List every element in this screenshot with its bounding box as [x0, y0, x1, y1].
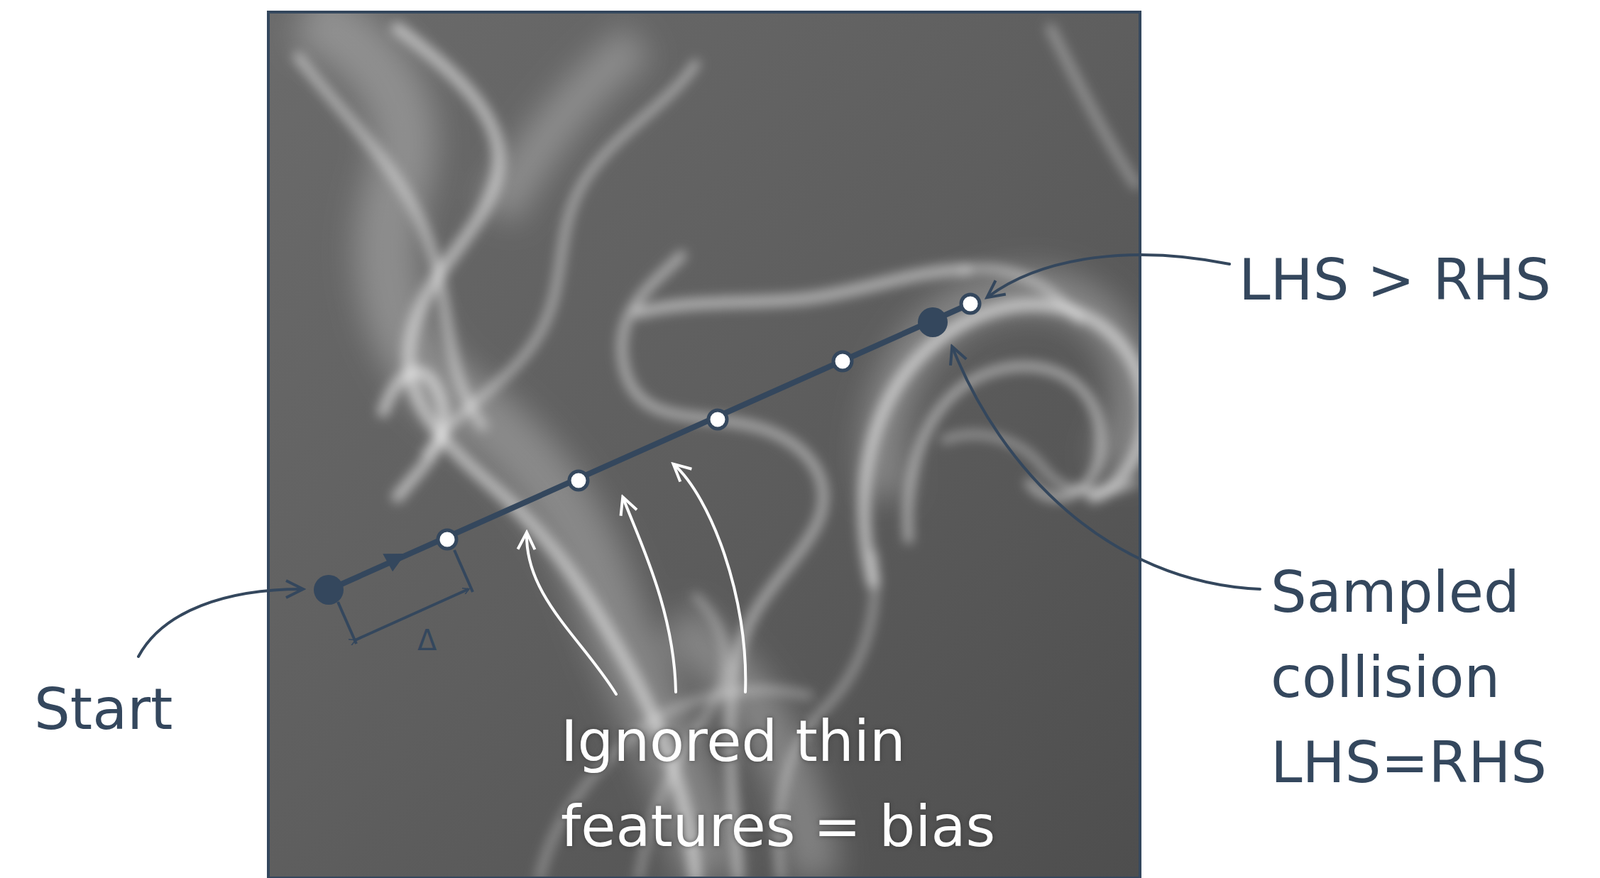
bias-note: Ignored thin features = bias — [560, 699, 1129, 870]
collision-note: Sampled collision LHS=RHS — [1270, 550, 1591, 806]
inequality-note: LHS > RHS — [1238, 237, 1552, 323]
start-label: Start — [34, 667, 173, 753]
dimension-label: Δ — [417, 618, 437, 662]
